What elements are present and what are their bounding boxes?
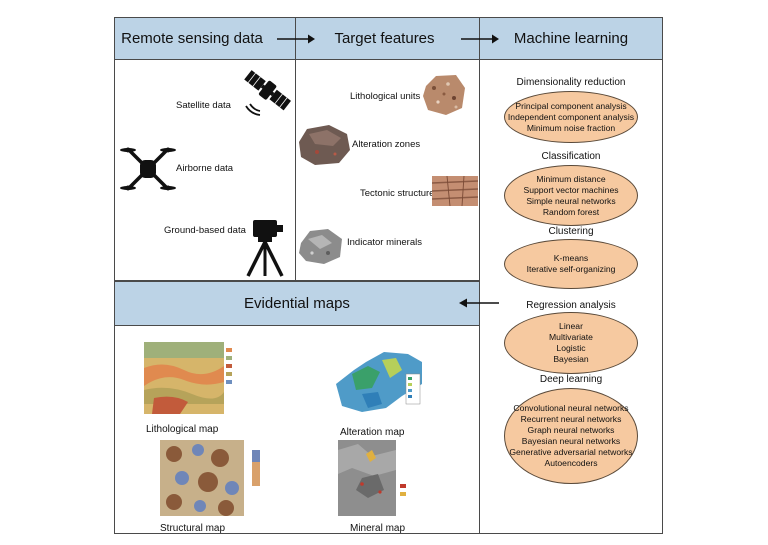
mineral-sample-image [299,229,342,264]
machine-learning-panel [479,17,663,534]
ml-method-item: Bayesian neural networks [521,436,621,446]
structural-map-thumbnail [160,440,272,520]
satellite-icon [244,70,292,116]
header-remote-sensing: Remote sensing data [115,18,295,60]
alteration-map-thumbnail [332,348,424,416]
header-remote-sensing-text: Remote sensing data [121,30,263,47]
ml-method-item: Principal component analysis [515,100,627,111]
ml-section-title: Clustering [548,226,594,237]
indicator-minerals-label: Indicator minerals [347,237,422,248]
alteration-map-label: Alteration map [340,427,405,438]
ml-method-item: Graph neural networks [527,425,615,435]
ml-method-item: K-means [553,253,589,263]
ml-method-item: Autoencoders [544,458,598,468]
rock-layers-image [432,176,478,206]
mineral-map-thumbnail [338,440,422,522]
mineral-map-label: Mineral map [350,523,406,534]
lithological-map-label: Lithological map [146,424,219,435]
header-evidential-maps: Evidential maps [115,282,479,326]
alteration-zones-label: Alteration zones [352,139,421,150]
ml-method-item: Multivariate [549,332,593,342]
header-target-features-text: Target features [334,30,435,47]
ml-section-title: Regression analysis [526,300,616,311]
airborne-data-label: Airborne data [176,163,234,174]
header-target-features: Target features [296,18,479,60]
satellite-data-label: Satellite data [176,100,231,111]
ml-method-item: Minimum noise fraction [526,122,616,133]
rock-sample-image [423,75,465,115]
ml-section-title: Deep learning [539,374,603,385]
ml-method-item: Generative adversarial networks [509,447,633,457]
ml-method-item: Linear [559,321,583,331]
ml-method-item: Random forest [542,206,600,217]
ground-sensor-icon [246,220,284,277]
ground-based-data-label: Ground-based data [164,225,246,236]
ml-method-item: Support vector machines [523,184,619,195]
ml-method-item: Logistic [556,343,586,353]
ml-method-item: Independent component analysis [507,111,635,122]
ml-method-item: Iterative self-organizing [526,264,616,274]
header-machine-learning: Machine learning [480,18,662,60]
ml-method-item: Bayesian [553,354,589,364]
lithological-map-thumbnail [144,338,236,420]
ml-method-item: Minimum distance [536,173,606,184]
structural-map-label: Structural map [160,523,226,534]
drone-icon [120,147,176,191]
arrow-right-icon [461,34,499,44]
panel-divider [295,17,296,281]
ml-method-item: Convolutional neural networks [513,403,629,413]
ml-section-title: Classification [541,151,601,162]
tectonic-structures-label: Tectonic structures [360,188,440,199]
altered-rock-image [299,125,350,165]
ml-section-title: Dimensionality reduction [516,77,626,88]
ml-method-item: Simple neural networks [526,195,616,206]
lithological-units-label: Lithological units [350,91,421,102]
arrow-left-icon [459,298,499,308]
arrow-right-icon [277,34,315,44]
header-evidential-maps-text: Evidential maps [244,295,350,312]
header-machine-learning-text: Machine learning [513,30,629,47]
ml-method-item: Recurrent neural networks [520,414,622,424]
